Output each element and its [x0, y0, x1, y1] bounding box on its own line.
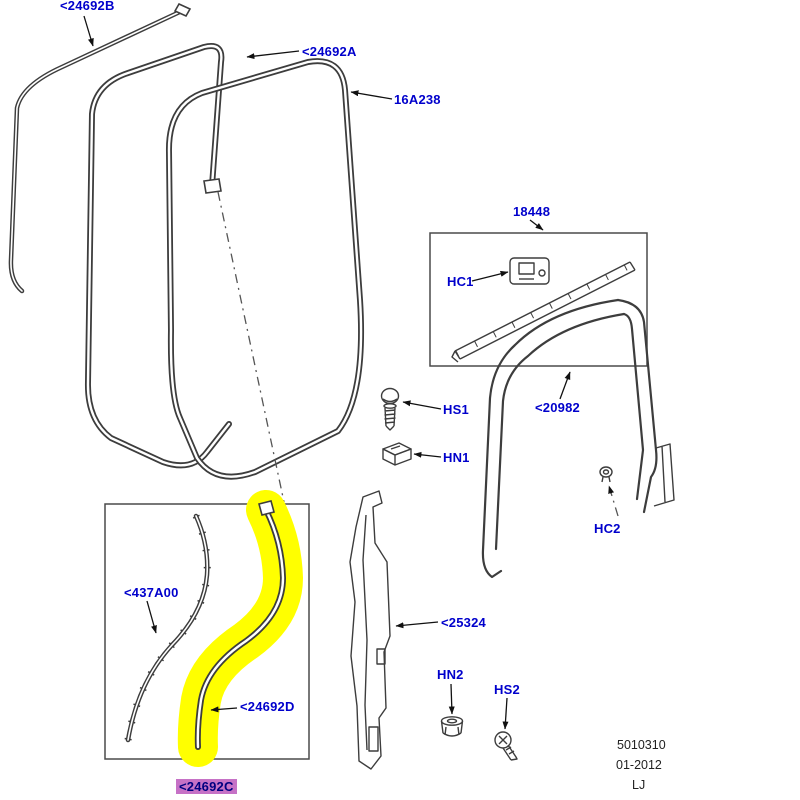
part-label-437A00[interactable]: <437A00 — [124, 585, 179, 600]
part-label-HC2[interactable]: HC2 — [594, 521, 621, 536]
leader-HC2 — [608, 485, 619, 517]
grommet-HC2-art — [599, 466, 613, 483]
part-label-20982[interactable]: <20982 — [535, 400, 580, 415]
part-label-24692C-selected[interactable]: <24692C — [176, 779, 237, 794]
seal-24692D-art — [198, 500, 283, 747]
part-label-HS2[interactable]: HS2 — [494, 682, 520, 697]
doc-number: 5010310 — [617, 738, 666, 752]
clipnut-HN1-art — [382, 442, 412, 466]
seal-24692A-art — [88, 46, 229, 465]
part-label-25324[interactable]: <25324 — [441, 615, 486, 630]
screw-HS1-art — [380, 387, 400, 431]
part-label-18448[interactable]: 18448 — [513, 204, 551, 219]
nut-HN2-art — [440, 716, 464, 737]
part-label-HC1[interactable]: HC1 — [447, 274, 474, 289]
assembly-18448-art — [429, 232, 648, 367]
part-label-24692B[interactable]: <24692B — [60, 0, 115, 13]
part-label-HN1[interactable]: HN1 — [443, 450, 470, 465]
leader-arrows — [83, 15, 571, 730]
pillar-25324-art — [349, 490, 391, 770]
doc-date: 01-2012 — [616, 758, 662, 772]
part-label-16A238[interactable]: 16A238 — [394, 92, 441, 107]
part-label-HS1[interactable]: HS1 — [443, 402, 469, 417]
seal-24692B-art — [11, 2, 192, 291]
seal-16A238-art — [169, 61, 361, 477]
screw-HS2-art — [494, 731, 518, 761]
part-label-24692A[interactable]: <24692A — [302, 44, 357, 59]
doc-code: LJ — [632, 778, 646, 792]
part-label-24692D[interactable]: <24692D — [240, 699, 295, 714]
glassrun-20982-art — [481, 298, 675, 579]
reference-dash-line — [217, 191, 285, 503]
part-label-HN2[interactable]: HN2 — [437, 667, 464, 682]
